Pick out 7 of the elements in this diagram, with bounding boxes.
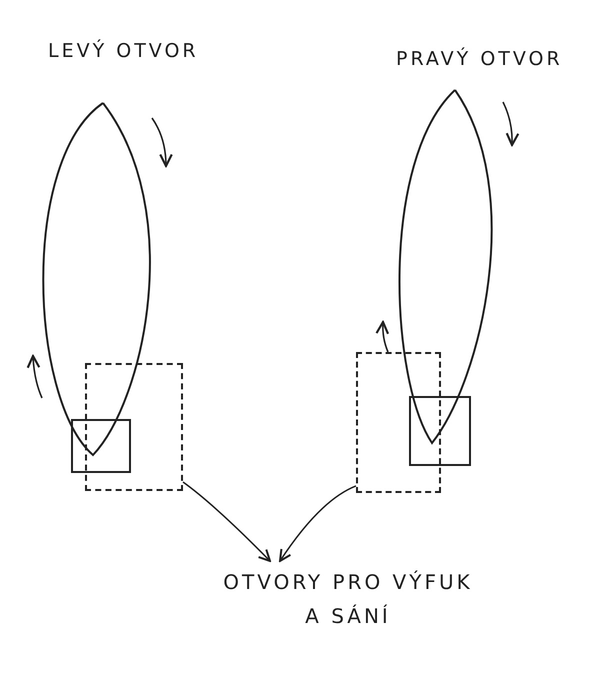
heading-label: PRAVÝ OTVOR xyxy=(396,48,563,70)
leader-line xyxy=(182,481,272,562)
callout-text: OTVORY PRO VÝFUK A SÁNÍ xyxy=(218,565,478,643)
dashed-outline xyxy=(356,352,441,493)
leader-line xyxy=(279,485,356,562)
dashed-outline xyxy=(85,363,183,491)
heading-label: LEVÝ OTVOR xyxy=(48,40,199,62)
